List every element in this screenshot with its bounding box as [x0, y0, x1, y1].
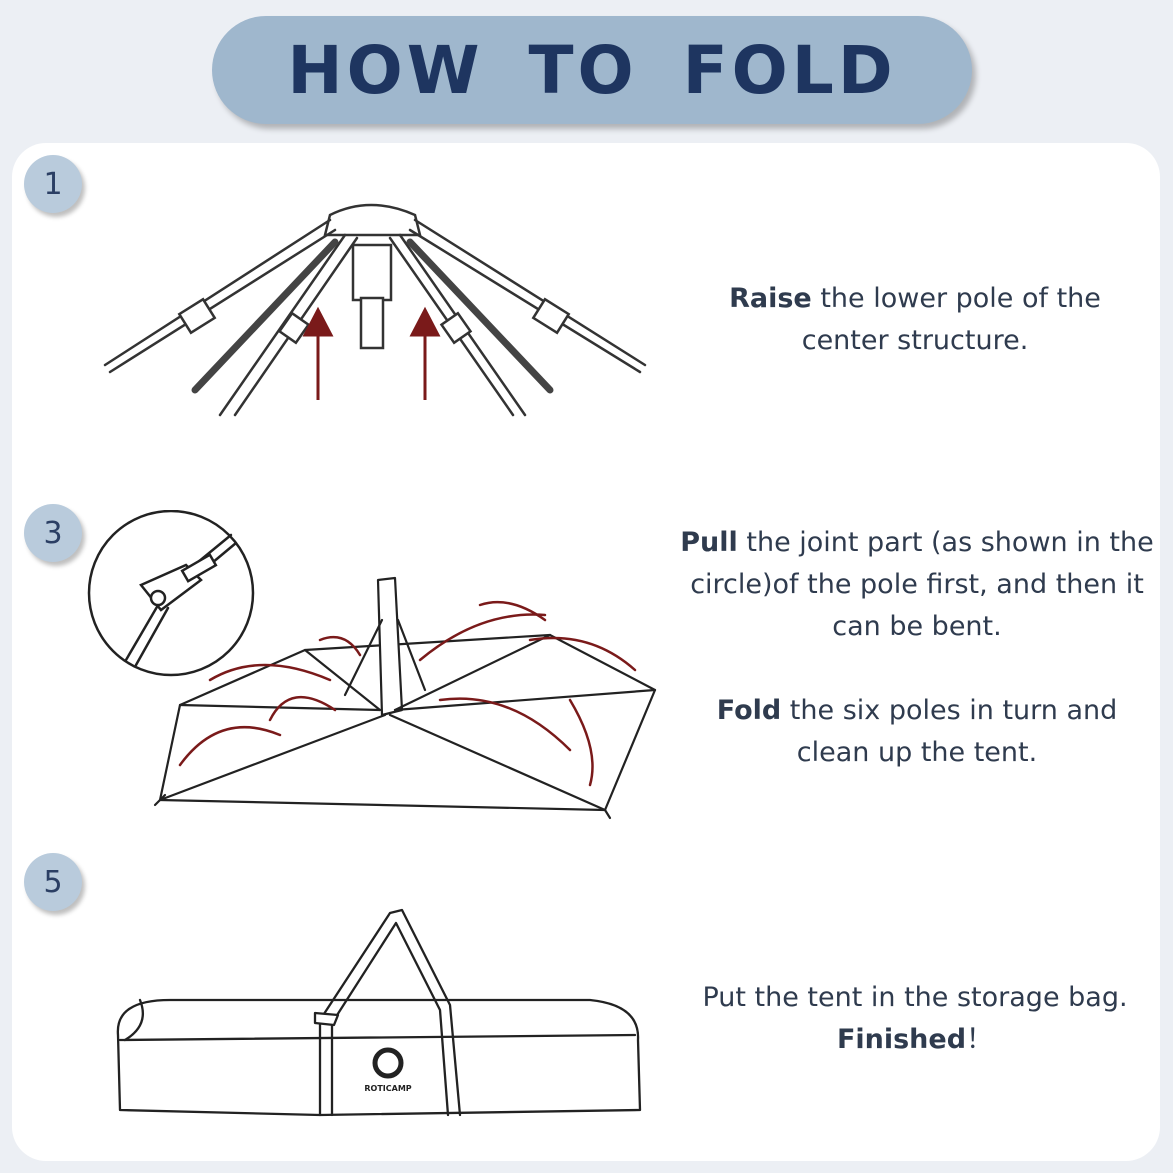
step-5-line2: Finished！	[700, 1019, 1130, 1061]
title-banner: HOW TO FOLD	[212, 16, 972, 124]
step-5-suffix: ！	[966, 1024, 994, 1055]
step-3-pull-strong: Pull	[680, 527, 738, 558]
step-badge-5: 5	[24, 853, 82, 911]
step-3-pull-rest: the joint part (as shown in the circle)o…	[690, 527, 1154, 642]
joint-detail-circle-illustration	[87, 510, 255, 677]
step-5-text: Put the tent in the storage bag. Finishe…	[700, 977, 1130, 1061]
step-badge-1: 1	[24, 155, 82, 213]
step-5-strong: Finished	[836, 1024, 967, 1055]
step-3-para-fold: Fold the six poles in turn and clean up …	[677, 690, 1157, 774]
bag-logo-text: ROTICAMP	[364, 1084, 411, 1093]
step-3-fold-rest: the six poles in turn and clean up the t…	[781, 695, 1118, 768]
folding-tent-illustration	[153, 576, 657, 820]
step-3-para-pull: Pull the joint part (as shown in the cir…	[677, 522, 1157, 648]
storage-bag-illustration: ROTICAMP	[116, 908, 642, 1117]
step-3-text: Pull the joint part (as shown in the cir…	[677, 522, 1157, 774]
step-3-fold-strong: Fold	[716, 695, 782, 726]
step-1-strong: Raise	[729, 283, 812, 314]
center-structure-illustration	[103, 203, 647, 417]
step-badge-3: 3	[24, 504, 82, 562]
page-title: HOW TO FOLD	[287, 31, 897, 109]
step-5-line1: Put the tent in the storage bag.	[702, 982, 1128, 1013]
step-1-rest: the lower pole of the center structure.	[801, 283, 1101, 356]
step-1-text: Raise the lower pole of the center struc…	[690, 278, 1140, 362]
